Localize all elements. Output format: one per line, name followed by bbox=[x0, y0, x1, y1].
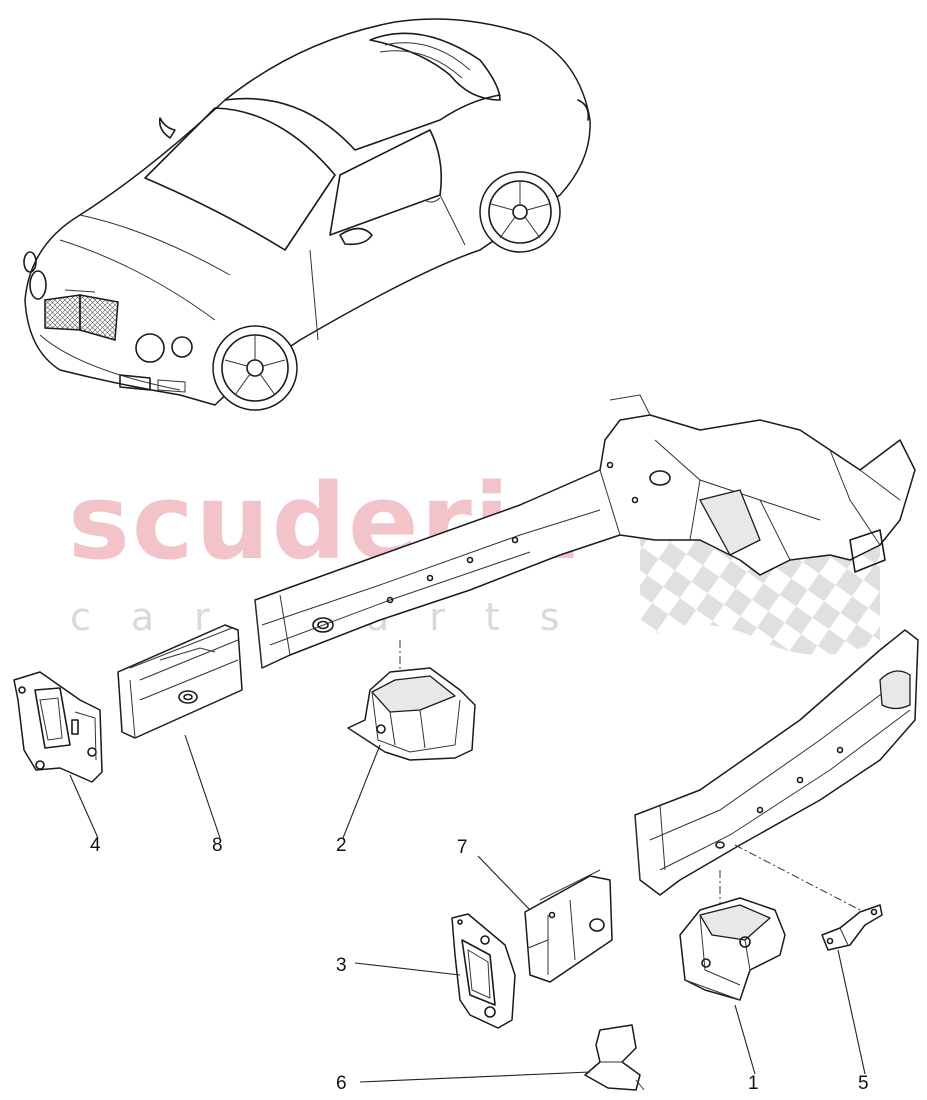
part-7-reinforcement bbox=[524, 869, 613, 983]
part-3-bracket bbox=[451, 913, 516, 1029]
callout-4: 4 bbox=[90, 835, 101, 856]
callout-6: 6 bbox=[336, 1073, 347, 1094]
part-2-housing bbox=[347, 667, 476, 761]
leader-line-4 bbox=[69, 774, 99, 839]
leader-line-7 bbox=[477, 855, 531, 911]
callout-5: 5 bbox=[858, 1073, 869, 1094]
callout-7: 7 bbox=[457, 837, 468, 858]
leader-line-6 bbox=[359, 1071, 591, 1083]
upper-frame-rail bbox=[254, 394, 916, 669]
part-4-bracket bbox=[13, 671, 103, 783]
part-8-channel bbox=[117, 624, 243, 739]
callout-8: 8 bbox=[212, 835, 223, 856]
leader-lines bbox=[69, 734, 866, 1083]
callout-1: 1 bbox=[748, 1073, 759, 1094]
callout-2: 2 bbox=[336, 835, 347, 856]
part-5-bracket bbox=[821, 904, 883, 951]
part-6-plate bbox=[584, 1024, 645, 1091]
car-illustration bbox=[23, 18, 591, 411]
leader-line-2 bbox=[342, 744, 381, 839]
callout-3: 3 bbox=[336, 955, 347, 976]
leader-line-8 bbox=[184, 734, 221, 839]
leader-line-1 bbox=[734, 1004, 756, 1075]
part-1-housing bbox=[679, 897, 786, 1001]
leader-line-5 bbox=[837, 949, 866, 1075]
leader-line-3 bbox=[354, 962, 461, 976]
lower-frame-rail bbox=[634, 629, 919, 896]
leader-dash-part-5 bbox=[734, 844, 861, 911]
